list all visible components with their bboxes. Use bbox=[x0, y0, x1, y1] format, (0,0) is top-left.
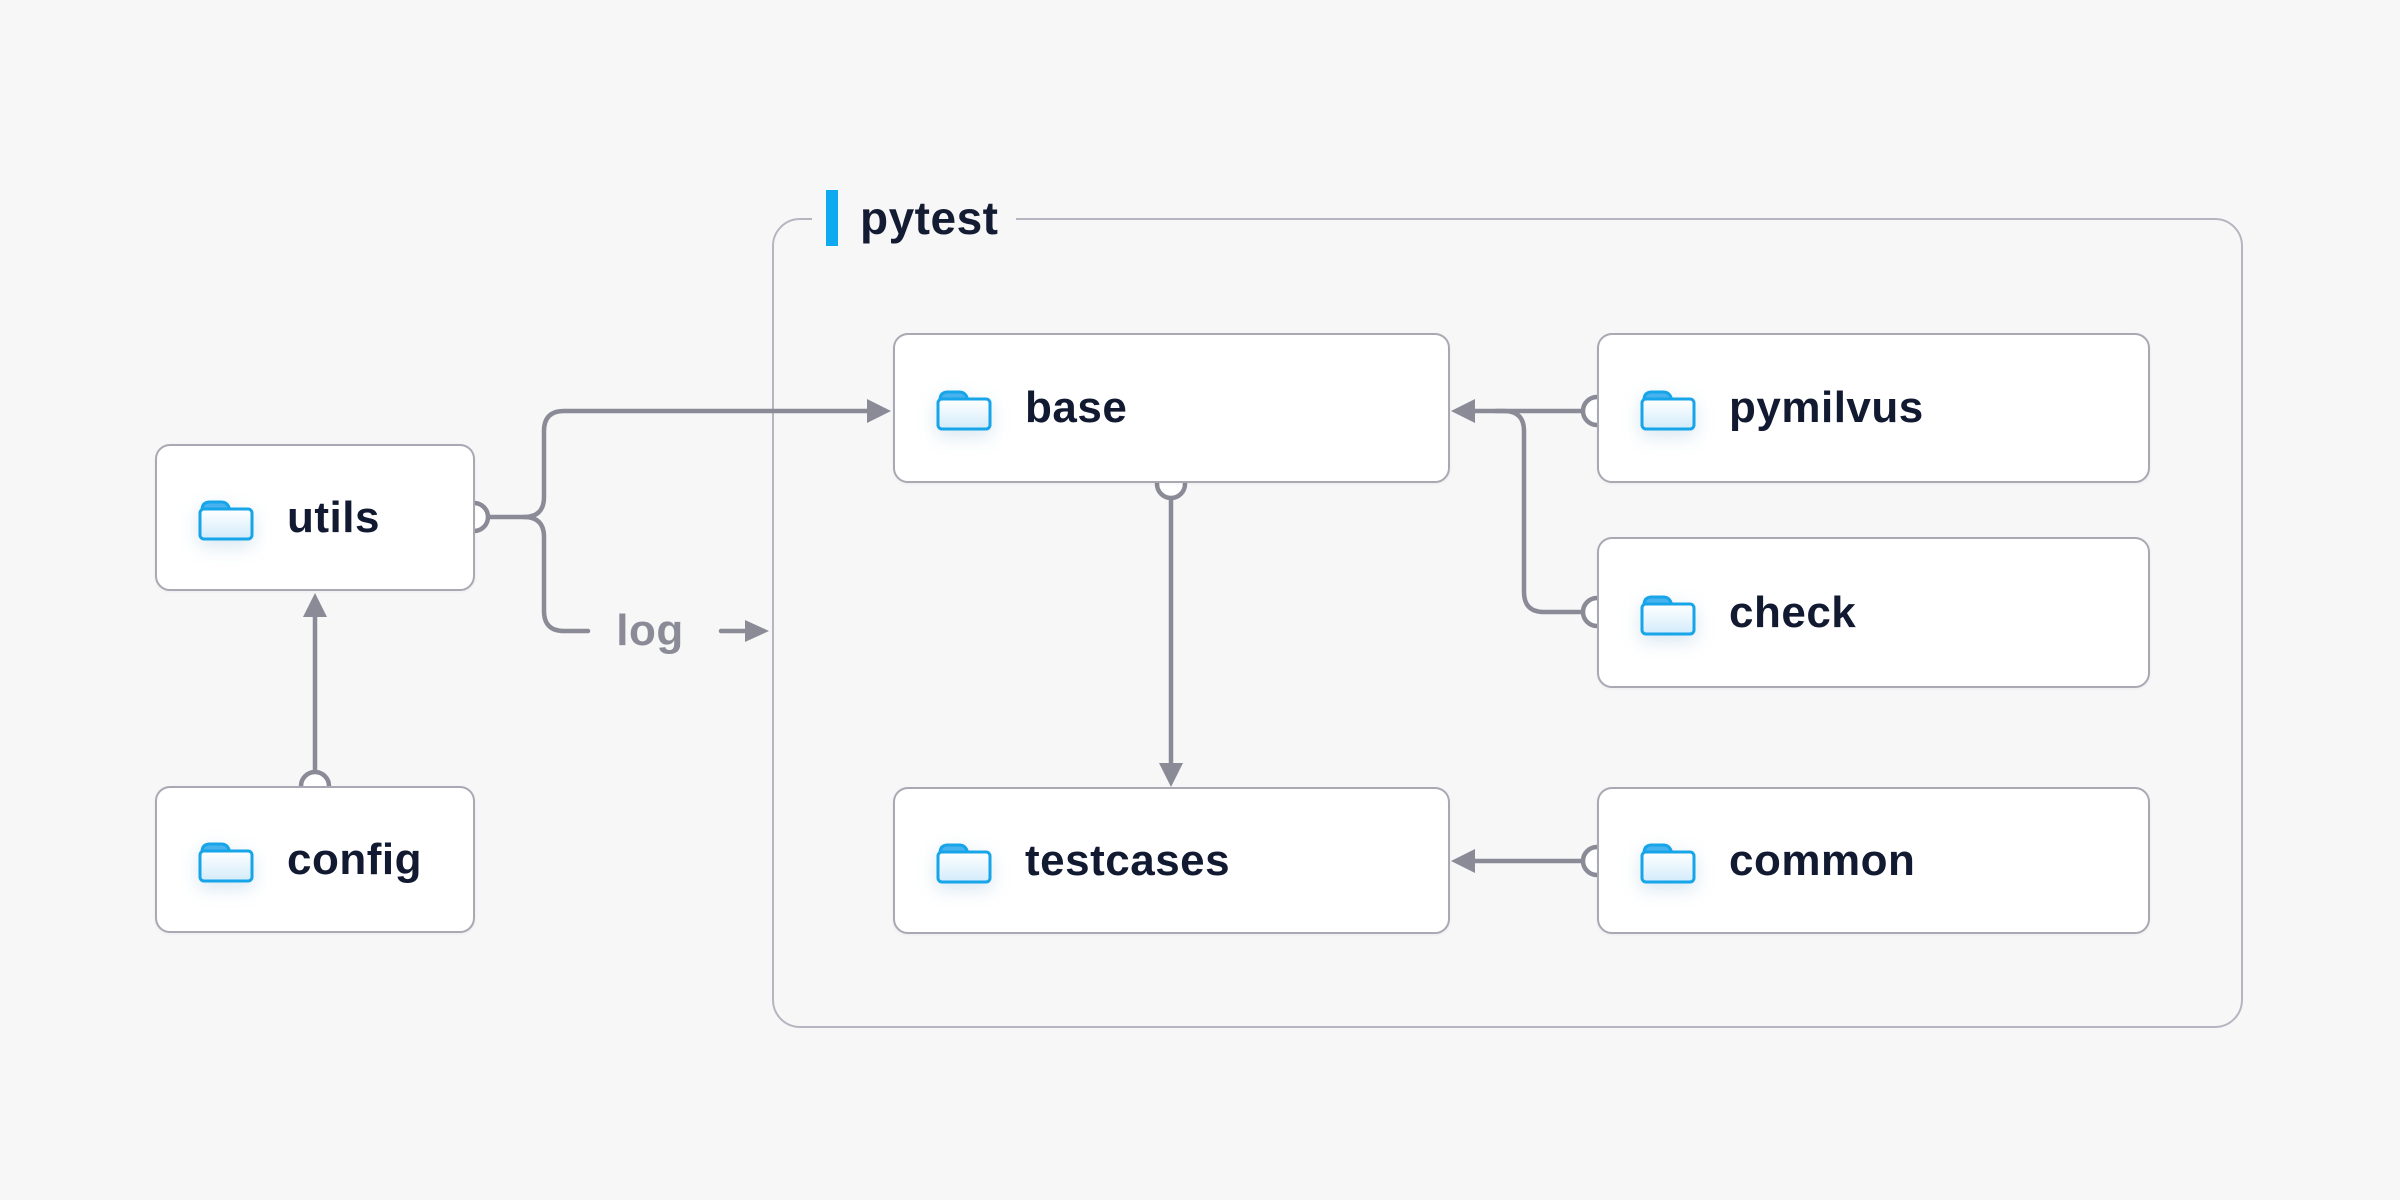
folder-icon bbox=[936, 390, 992, 431]
node-label: config bbox=[287, 834, 422, 884]
node-label: pymilvus bbox=[1729, 383, 1924, 432]
edge-config-utils bbox=[298, 593, 332, 803]
arrowhead bbox=[1451, 849, 1475, 873]
node-common[interactable]: common bbox=[1597, 787, 2150, 934]
edge-label-log: log bbox=[616, 606, 684, 655]
edge-check-base bbox=[1493, 408, 1614, 629]
arrowhead bbox=[1159, 763, 1183, 787]
node-label: check bbox=[1729, 587, 1857, 637]
edge-common-testcases bbox=[1451, 844, 1614, 878]
folder-icon bbox=[1640, 390, 1696, 431]
arrowhead bbox=[867, 399, 891, 423]
folder-icon bbox=[198, 500, 254, 540]
edge-utils-log bbox=[521, 514, 769, 642]
node-base[interactable]: base bbox=[893, 333, 1450, 483]
node-label: common bbox=[1729, 835, 1916, 885]
edge-utils-base bbox=[457, 399, 891, 534]
node-label: testcases bbox=[1025, 835, 1231, 885]
folder-icon bbox=[936, 843, 992, 883]
node-label: utils bbox=[287, 492, 380, 542]
accent-bar bbox=[826, 190, 838, 246]
node-utils[interactable]: utils bbox=[155, 444, 475, 591]
edge-pymilvus-base bbox=[1451, 394, 1614, 428]
node-testcases[interactable]: testcases bbox=[893, 787, 1450, 934]
edge-base-testcases bbox=[1154, 467, 1188, 787]
group-label-text: pytest bbox=[860, 192, 999, 244]
node-config[interactable]: config bbox=[155, 786, 475, 933]
folder-icon bbox=[198, 842, 254, 882]
folder-icon bbox=[1640, 843, 1696, 883]
node-check[interactable]: check bbox=[1597, 537, 2150, 688]
pytest-group-label: pytest bbox=[812, 190, 1017, 246]
arrowhead bbox=[745, 620, 769, 642]
folder-icon bbox=[1640, 595, 1696, 635]
arrowhead bbox=[1451, 399, 1475, 423]
node-pymilvus[interactable]: pymilvus bbox=[1597, 333, 2150, 483]
node-label: base bbox=[1025, 383, 1128, 432]
pytest-group bbox=[772, 218, 2243, 1028]
arrowhead bbox=[303, 593, 327, 617]
